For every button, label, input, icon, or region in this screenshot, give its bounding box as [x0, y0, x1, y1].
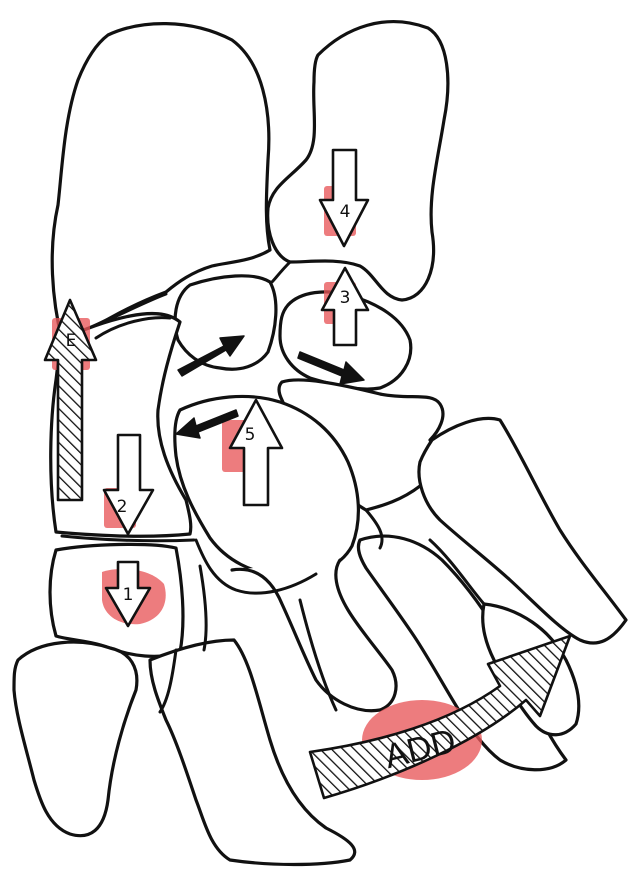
- label-3: 3: [340, 288, 351, 308]
- bone-metatarsal-1: [14, 642, 137, 836]
- label-4: 4: [340, 202, 351, 222]
- joint-line-9: [200, 566, 206, 650]
- label-5: 5: [245, 425, 256, 445]
- bones: [14, 22, 626, 865]
- bone-talus: [268, 22, 448, 300]
- label-1: 1: [123, 585, 134, 605]
- bone-navicular-upper: [175, 276, 276, 369]
- label-e: E: [66, 331, 77, 351]
- label-2: 2: [117, 497, 128, 517]
- joint-line-6: [272, 262, 290, 282]
